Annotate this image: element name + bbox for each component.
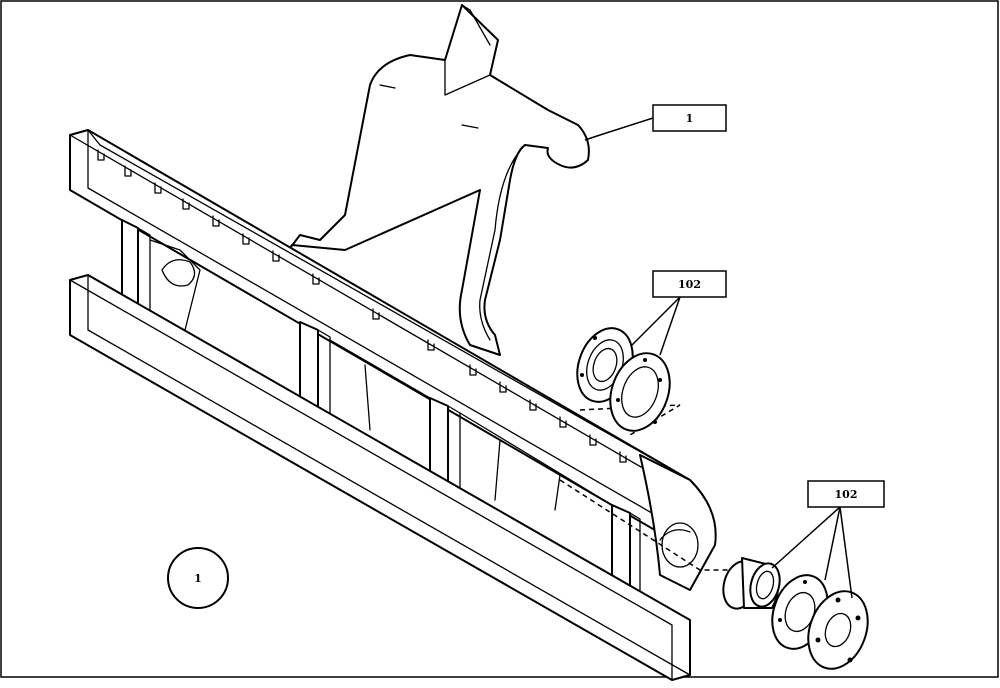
leader-upper-2 — [659, 296, 681, 356]
callout-main-part-label: 1 — [686, 112, 694, 125]
callout-lower-bearing-set-label: 102 — [835, 488, 858, 501]
vertical-posts — [121, 219, 641, 601]
callout-upper-bearing-set-label: 102 — [678, 278, 701, 291]
lower-sleeve — [722, 557, 781, 610]
callout-lower-bearing-set: 102 — [771, 480, 885, 599]
leader-main-part — [584, 117, 654, 141]
assembly-circle-label: 1 — [194, 572, 202, 585]
lower-alignment-line — [559, 479, 760, 571]
callout-main-part: 1 — [584, 104, 727, 141]
leader-upper-1 — [631, 296, 681, 346]
rear-plate — [284, 4, 590, 356]
top-fork-bar — [69, 129, 691, 541]
right-side-plate — [639, 454, 717, 591]
bottom-fork-bar — [69, 274, 691, 681]
leader-lower-1 — [771, 506, 841, 569]
leader-lower-3 — [839, 506, 853, 599]
upper-flange-ring — [609, 352, 671, 432]
inner-webs — [149, 239, 613, 511]
assembly-circle-callout: 1 — [167, 547, 229, 609]
callout-upper-bearing-set: 102 — [631, 270, 727, 356]
leader-lower-2 — [824, 506, 841, 581]
